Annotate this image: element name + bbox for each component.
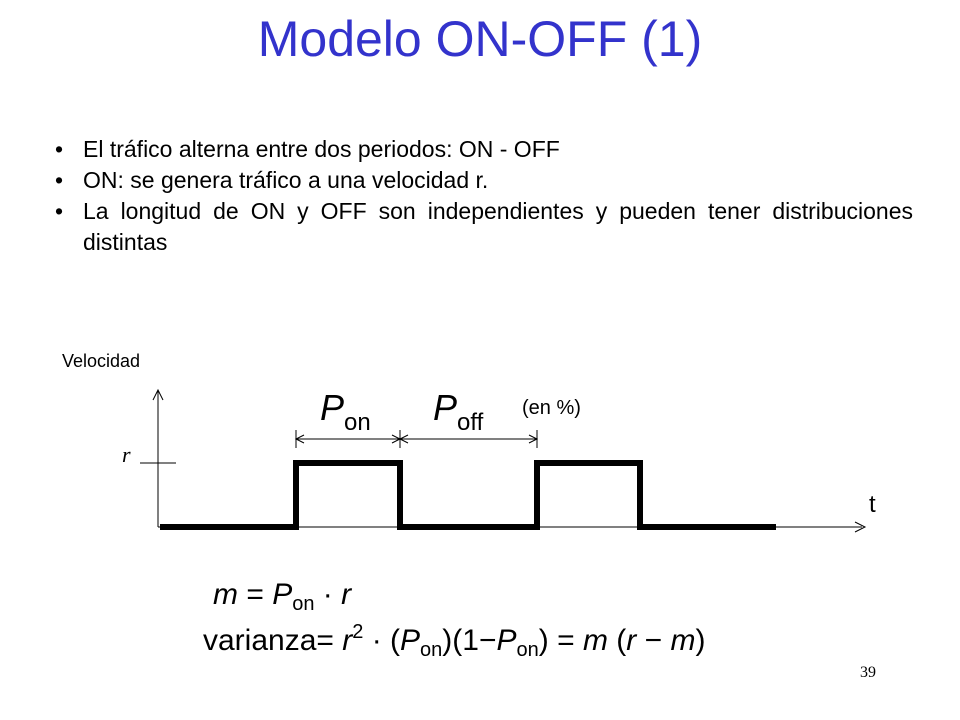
bullet-text: ON: se genera tráfico a una velocidad r. (83, 167, 489, 193)
bullet-marker: • (55, 167, 64, 193)
x-axis-label: t (869, 491, 876, 518)
y-axis-label: Velocidad (62, 351, 140, 371)
bullet-item: • La longitud de ON y OFF son independie… (55, 196, 913, 258)
p-on-label: Pon (320, 387, 371, 436)
arrow-head (294, 434, 305, 444)
on-off-square-wave (160, 460, 776, 530)
r-level-label: r (122, 442, 131, 467)
bullet-marker: • (55, 136, 64, 162)
arrow-head (528, 434, 539, 444)
y-axis-arrow (152, 388, 164, 401)
bullet-text: El tráfico alterna entre dos periodos: O… (83, 136, 560, 162)
bullet-item: • El tráfico alterna entre dos periodos:… (55, 134, 913, 165)
arrow-head (398, 434, 409, 444)
bullet-marker: • (55, 198, 64, 224)
x-axis-arrow (854, 521, 867, 533)
bullet-list: • El tráfico alterna entre dos periodos:… (55, 134, 913, 258)
slide-title: Modelo ON-OFF (1) (257, 11, 703, 67)
bullet-text: La longitud de ON y OFF son independient… (83, 198, 913, 255)
mean-formula: m = Pon · r (213, 578, 352, 615)
bullet-item: • ON: se genera tráfico a una velocidad … (55, 165, 913, 196)
variance-formula: varianza= r2 · (Pon)(1−Pon) = m (r − m) (203, 621, 706, 661)
slide-number: 39 (860, 664, 876, 681)
percent-note: (en %) (522, 397, 581, 419)
p-off-label: Poff (433, 387, 484, 436)
